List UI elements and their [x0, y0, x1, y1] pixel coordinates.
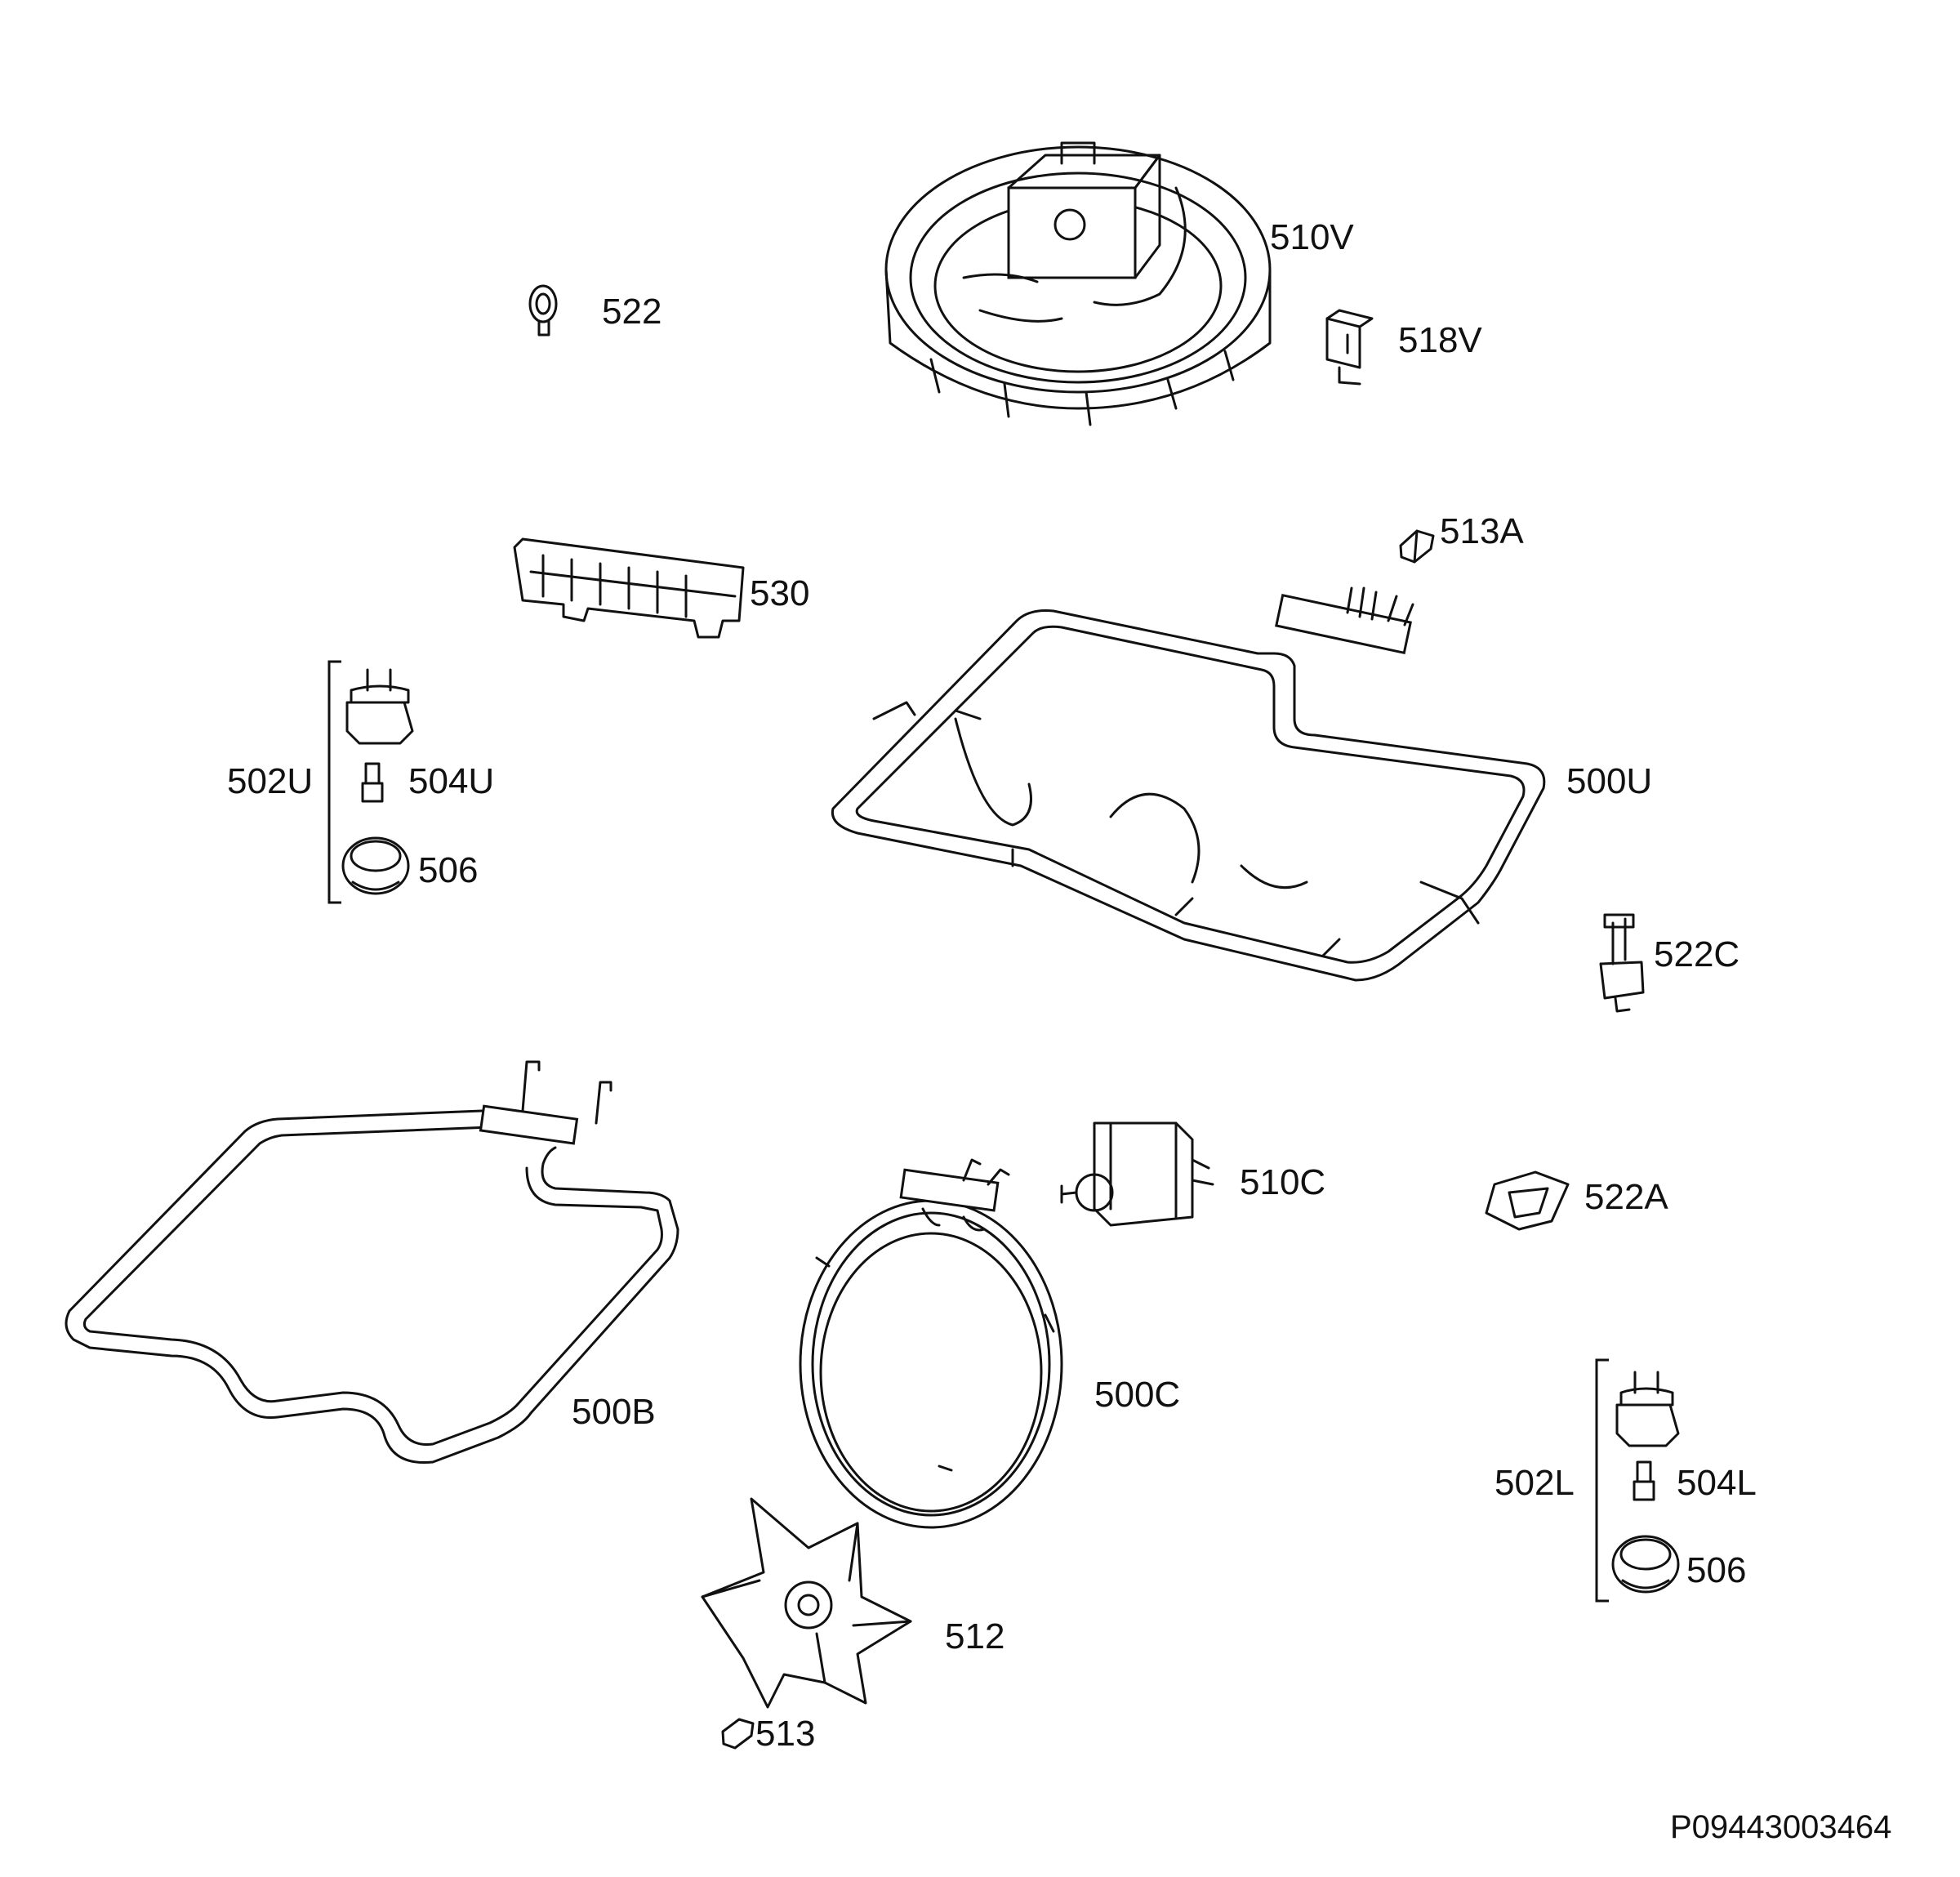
part-522-clip-drawing — [528, 284, 558, 337]
label-504L: 504L — [1677, 1463, 1757, 1503]
drawing-code: P09443003464 — [1670, 1809, 1891, 1845]
part-506b-lamp-cover-drawing — [1611, 1535, 1680, 1594]
part-502L-lamp-holder-drawing — [1615, 1371, 1680, 1447]
part-500C-ring-heating-element-drawing — [799, 1158, 1063, 1529]
label-513: 513 — [755, 1714, 815, 1754]
label-510C: 510C — [1240, 1162, 1325, 1202]
label-502L: 502L — [1494, 1463, 1575, 1503]
label-500B: 500B — [572, 1392, 656, 1432]
part-506a-lamp-cover-drawing — [341, 836, 410, 895]
part-518V-bracket-drawing — [1325, 309, 1374, 386]
group-bracket-502L — [1595, 1358, 1609, 1603]
label-522A: 522A — [1584, 1177, 1668, 1217]
label-518V: 518V — [1398, 320, 1482, 360]
label-500U: 500U — [1566, 761, 1652, 801]
part-510V-fan-motor-drawing — [884, 141, 1272, 426]
label-530: 530 — [750, 573, 809, 613]
part-512-fan-blade-drawing — [701, 1497, 912, 1709]
label-506-lower: 506 — [1686, 1550, 1746, 1590]
part-510C-motor-drawing — [1060, 1121, 1214, 1227]
label-522C: 522C — [1654, 934, 1740, 974]
label-500C: 500C — [1094, 1375, 1180, 1415]
part-513A-nut-drawing — [1399, 529, 1435, 564]
part-502U-lamp-holder-drawing — [345, 668, 414, 745]
label-506-upper: 506 — [418, 850, 478, 890]
group-bracket-502U — [327, 660, 341, 904]
label-502U: 502U — [227, 761, 313, 801]
label-510V: 510V — [1270, 217, 1354, 257]
part-513-nut-drawing — [721, 1718, 755, 1750]
part-504U-pin-drawing — [361, 762, 384, 803]
label-512: 512 — [945, 1616, 1004, 1656]
part-522A-bracket-drawing — [1485, 1170, 1570, 1231]
label-522: 522 — [602, 292, 662, 332]
part-522C-sensor-drawing — [1599, 913, 1645, 1013]
label-513A: 513A — [1440, 511, 1524, 551]
part-504L-pin-drawing — [1633, 1460, 1655, 1501]
label-504U: 504U — [408, 761, 494, 801]
part-530-terminal-block-drawing — [513, 537, 745, 639]
part-500B-bottom-heating-element-drawing — [65, 1060, 679, 1465]
part-500U-top-heating-element-drawing — [831, 586, 1546, 982]
